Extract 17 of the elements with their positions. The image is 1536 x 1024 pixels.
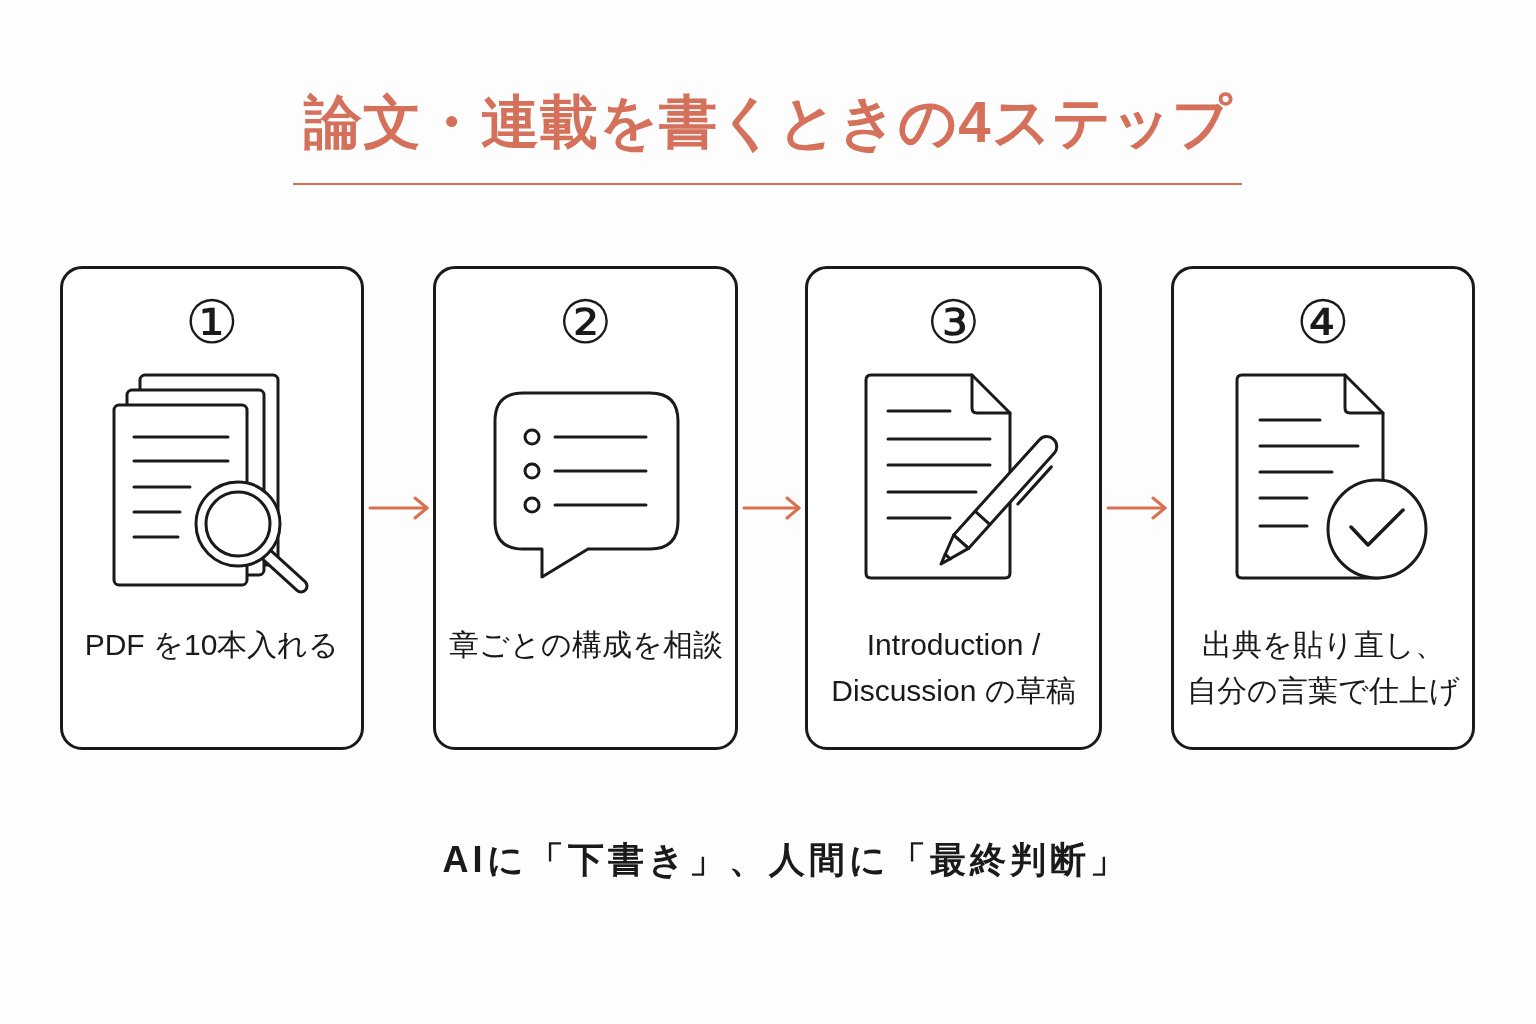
arrow (368, 496, 429, 520)
step-card (60, 266, 364, 750)
step-text: PDF を10本入れる (84, 627, 340, 663)
step-text: Introduction / Discussion の草稿 (830, 627, 1077, 709)
step-card (433, 266, 738, 750)
step-card (1171, 266, 1475, 750)
step-text: 出典を貼り直し、自分の言葉で仕上げ (1185, 627, 1461, 709)
caption: AIに「下書き」、人間に「最終判断」 (442, 839, 1130, 880)
step-card (805, 266, 1102, 750)
step-number: ③ (926, 292, 981, 352)
arrow (1106, 496, 1167, 520)
step-number: ④ (1296, 292, 1350, 352)
step-number: ② (558, 292, 613, 352)
title: 論文・連載を書くときの4ステップ (304, 89, 1232, 154)
step-text: 章ごとの構成を相談 (448, 627, 723, 663)
step-number: ① (185, 292, 239, 352)
arrow (742, 496, 801, 520)
